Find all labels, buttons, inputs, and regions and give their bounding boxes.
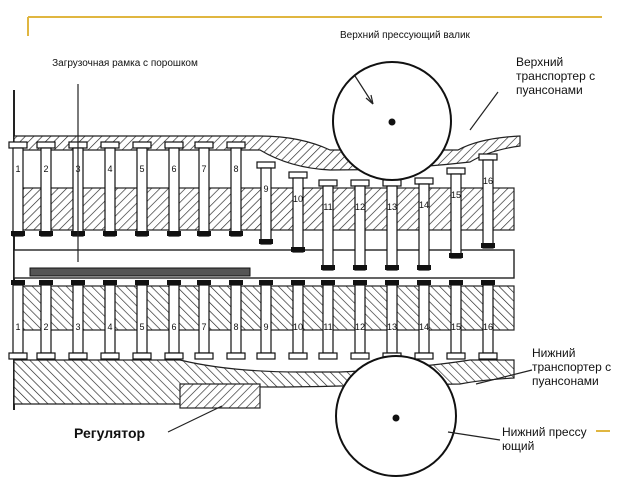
upper-punch: 2: [36, 141, 56, 237]
label-regulator: Регулятор: [74, 425, 146, 441]
lower-punch-number: 7: [201, 322, 206, 332]
upper-punch: 14: [414, 177, 434, 271]
lower-punch: 5: [132, 280, 152, 360]
lower-punch-number: 3: [75, 322, 80, 332]
upper-roller: [332, 61, 452, 181]
lower-punch-number: 4: [107, 322, 112, 332]
lower-punch: 16: [478, 280, 498, 360]
leader-upper-roller-arrow: [365, 94, 374, 105]
label-lower-roller: Нижний прессующий: [502, 425, 587, 454]
upper-punch-number: 6: [171, 164, 176, 174]
upper-punch-number: 4: [107, 164, 112, 174]
lower-punch-number: 2: [43, 322, 48, 332]
leader-regulator: [167, 405, 223, 433]
lower-punch: 9: [256, 280, 276, 360]
upper-punch-number: 7: [201, 164, 206, 174]
powder-fill: [29, 267, 251, 277]
leader-lower-roller: [447, 431, 501, 441]
upper-punch: 8: [226, 141, 246, 237]
lower-punch: 12: [350, 280, 370, 360]
lower-punch: 10: [288, 280, 308, 360]
upper-punch: 4: [100, 141, 120, 237]
lower-punch-number: 8: [233, 322, 238, 332]
lower-punch-number: 9: [263, 322, 268, 332]
upper-punch: 13: [382, 179, 402, 271]
lower-punch-number: 6: [171, 322, 176, 332]
upper-punch: 16: [478, 153, 498, 249]
lower-roller: [335, 355, 457, 477]
leader-upper-roller: [354, 75, 374, 105]
upper-punch: 12: [350, 179, 370, 271]
lower-punch-number: 14: [419, 322, 429, 332]
punch-group: 1122334455667788991010111112121313141415…: [8, 141, 498, 360]
upper-punch-number: 15: [451, 190, 461, 200]
upper-punch-number: 13: [387, 202, 397, 212]
regulator-block: [179, 383, 261, 409]
lower-punch-number: 13: [387, 322, 397, 332]
upper-punch-number: 14: [419, 200, 429, 210]
upper-punch: 11: [318, 179, 338, 271]
upper-punch-number: 8: [233, 164, 238, 174]
lower-punch: 1: [8, 280, 28, 360]
lower-punch: 3: [68, 280, 88, 360]
lower-punch-number: 5: [139, 322, 144, 332]
upper-punch-number: 10: [293, 194, 303, 204]
lower-punch: 8: [226, 280, 246, 360]
upper-punch: 9: [256, 161, 276, 245]
lower-punch: 2: [36, 280, 56, 360]
upper-punch-number: 16: [483, 176, 493, 186]
lower-punch: 7: [194, 280, 214, 360]
upper-punch-number: 5: [139, 164, 144, 174]
upper-punch: 6: [164, 141, 184, 237]
lower-punch-number: 15: [451, 322, 461, 332]
lower-punch-number: 11: [323, 322, 332, 332]
lower-punch: 6: [164, 280, 184, 360]
lower-punch: 4: [100, 280, 120, 360]
lower-punch-number: 1: [15, 322, 20, 332]
upper-punch-number: 12: [355, 202, 365, 212]
label-upper-conveyor: Верхний транспортер с пуансонами: [516, 55, 596, 98]
lower-punch: 11: [318, 280, 338, 360]
upper-punch-number: 2: [43, 164, 48, 174]
upper-punch-number: 9: [263, 184, 268, 194]
label-lower-conveyor: Нижний транспортер с пуансонами: [532, 346, 612, 389]
leader-upper-conveyor: [469, 91, 499, 131]
upper-punch: 15: [446, 167, 466, 259]
upper-punch: 10: [288, 171, 308, 253]
upper-punch-number: 11: [323, 202, 332, 212]
upper-punch: 1: [8, 141, 28, 237]
label-powder-frame: Загрузочная рамка с порошком: [52, 58, 198, 69]
lower-punch-number: 16: [483, 322, 493, 332]
lower-punch: 15: [446, 280, 466, 360]
lower-punch-number: 12: [355, 322, 365, 332]
upper-punch: 7: [194, 141, 214, 237]
upper-punch: 5: [132, 141, 152, 237]
upper-punch-number: 1: [15, 164, 20, 174]
lower-punch: 14: [414, 280, 434, 360]
lower-punch-number: 10: [293, 322, 303, 332]
label-upper-roller: Верхний прессующий валик: [340, 30, 470, 41]
leader-lower-conveyor: [475, 369, 533, 385]
